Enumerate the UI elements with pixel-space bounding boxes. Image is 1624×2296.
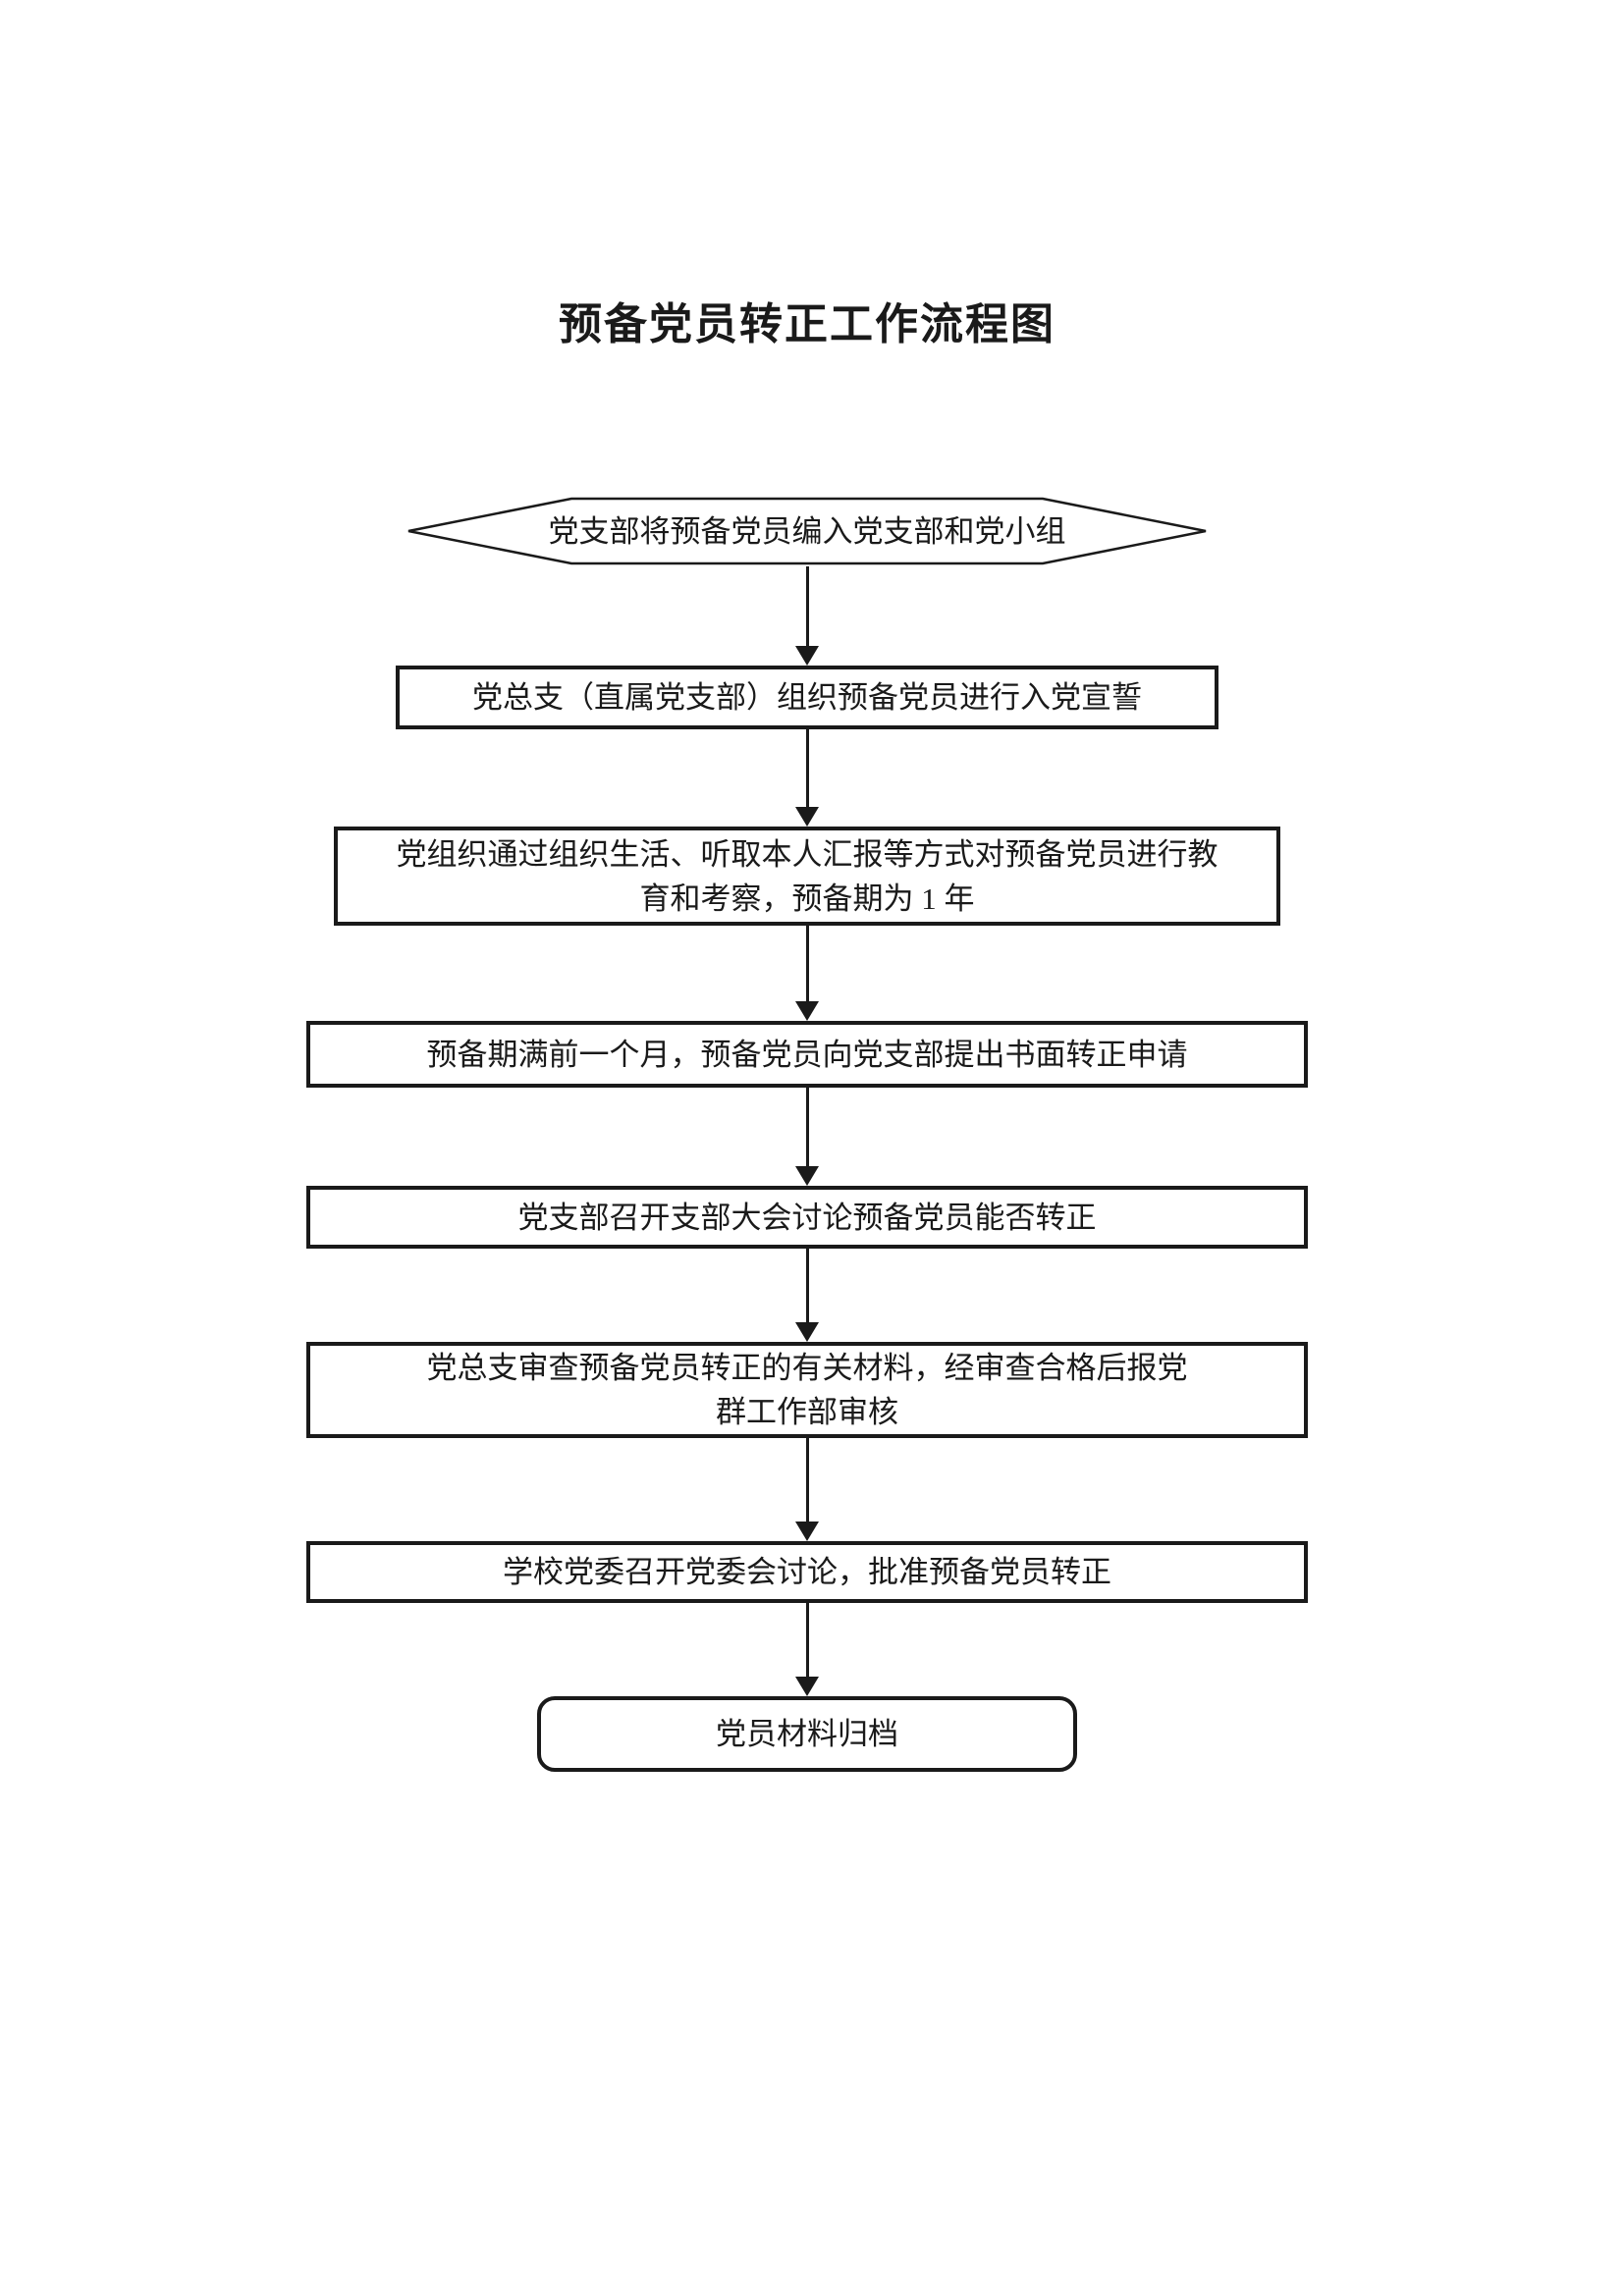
- flow-node-assign-to-branch: 党支部将预备党员编入党支部和党小组: [406, 496, 1208, 566]
- arrow-down-5: [794, 1249, 820, 1342]
- flow-node-written-application: 预备期满前一个月，预备党员向党支部提出书面转正申请: [306, 1021, 1308, 1088]
- flow-node-oath-ceremony: 党总支（直属党支部）组织预备党员进行入党宣誓: [396, 666, 1218, 729]
- arrow-shaft: [805, 729, 809, 807]
- arrow-down-2: [794, 729, 820, 827]
- flow-node-branch-meeting-discussion: 党支部召开支部大会讨论预备党员能否转正: [306, 1186, 1308, 1249]
- flow-node-label: 党员材料归档: [716, 1717, 898, 1751]
- arrow-head-icon: [795, 1166, 819, 1186]
- arrow-down-7: [794, 1603, 820, 1696]
- arrow-shaft: [805, 1249, 809, 1322]
- arrow-shaft: [805, 1438, 809, 1522]
- arrow-head-icon: [795, 807, 819, 827]
- arrow-down-3: [794, 926, 820, 1021]
- flow-node-committee-approval: 学校党委召开党委会讨论，批准预备党员转正: [306, 1541, 1308, 1603]
- flow-node-archive-materials: 党员材料归档: [537, 1696, 1077, 1772]
- page-title: 预备党员转正工作流程图: [559, 300, 1056, 348]
- flow-node-label-line1: 党总支审查预备党员转正的有关材料，经审查合格后报党: [426, 1351, 1188, 1385]
- flow-node-label: 党总支（直属党支部）组织预备党员进行入党宣誓: [472, 680, 1142, 715]
- flow-node-label: 预备期满前一个月，预备党员向党支部提出书面转正申请: [426, 1037, 1188, 1072]
- arrow-shaft: [805, 926, 809, 1001]
- flow-node-material-review: 党总支审查预备党员转正的有关材料，经审查合格后报党 群工作部审核: [306, 1342, 1308, 1438]
- arrow-shaft: [805, 1603, 809, 1677]
- flow-node-label-line2: 育和考察，预备期为 1 年: [639, 881, 975, 916]
- flow-node-label: 党支部将预备党员编入党支部和党小组: [548, 513, 1066, 549]
- arrow-shaft: [805, 566, 809, 646]
- arrow-down-1: [794, 566, 820, 666]
- arrow-down-4: [794, 1088, 820, 1186]
- flow-node-label: 党支部召开支部大会讨论预备党员能否转正: [517, 1200, 1097, 1235]
- flow-node-education-observation: 党组织通过组织生活、听取本人汇报等方式对预备党员进行教 育和考察，预备期为 1 …: [334, 827, 1280, 926]
- flow-node-label: 学校党委召开党委会讨论，批准预备党员转正: [503, 1555, 1111, 1589]
- arrow-shaft: [805, 1088, 809, 1166]
- arrow-head-icon: [795, 1322, 819, 1342]
- arrow-head-icon: [795, 1001, 819, 1021]
- arrow-down-6: [794, 1438, 820, 1541]
- arrow-head-icon: [795, 1677, 819, 1696]
- arrow-head-icon: [795, 1522, 819, 1541]
- flow-node-label-line1: 党组织通过组织生活、听取本人汇报等方式对预备党员进行教: [396, 836, 1218, 872]
- arrow-head-icon: [795, 646, 819, 666]
- flow-node-label-line2: 群工作部审核: [716, 1395, 898, 1429]
- hexagon-shape: [407, 497, 1207, 565]
